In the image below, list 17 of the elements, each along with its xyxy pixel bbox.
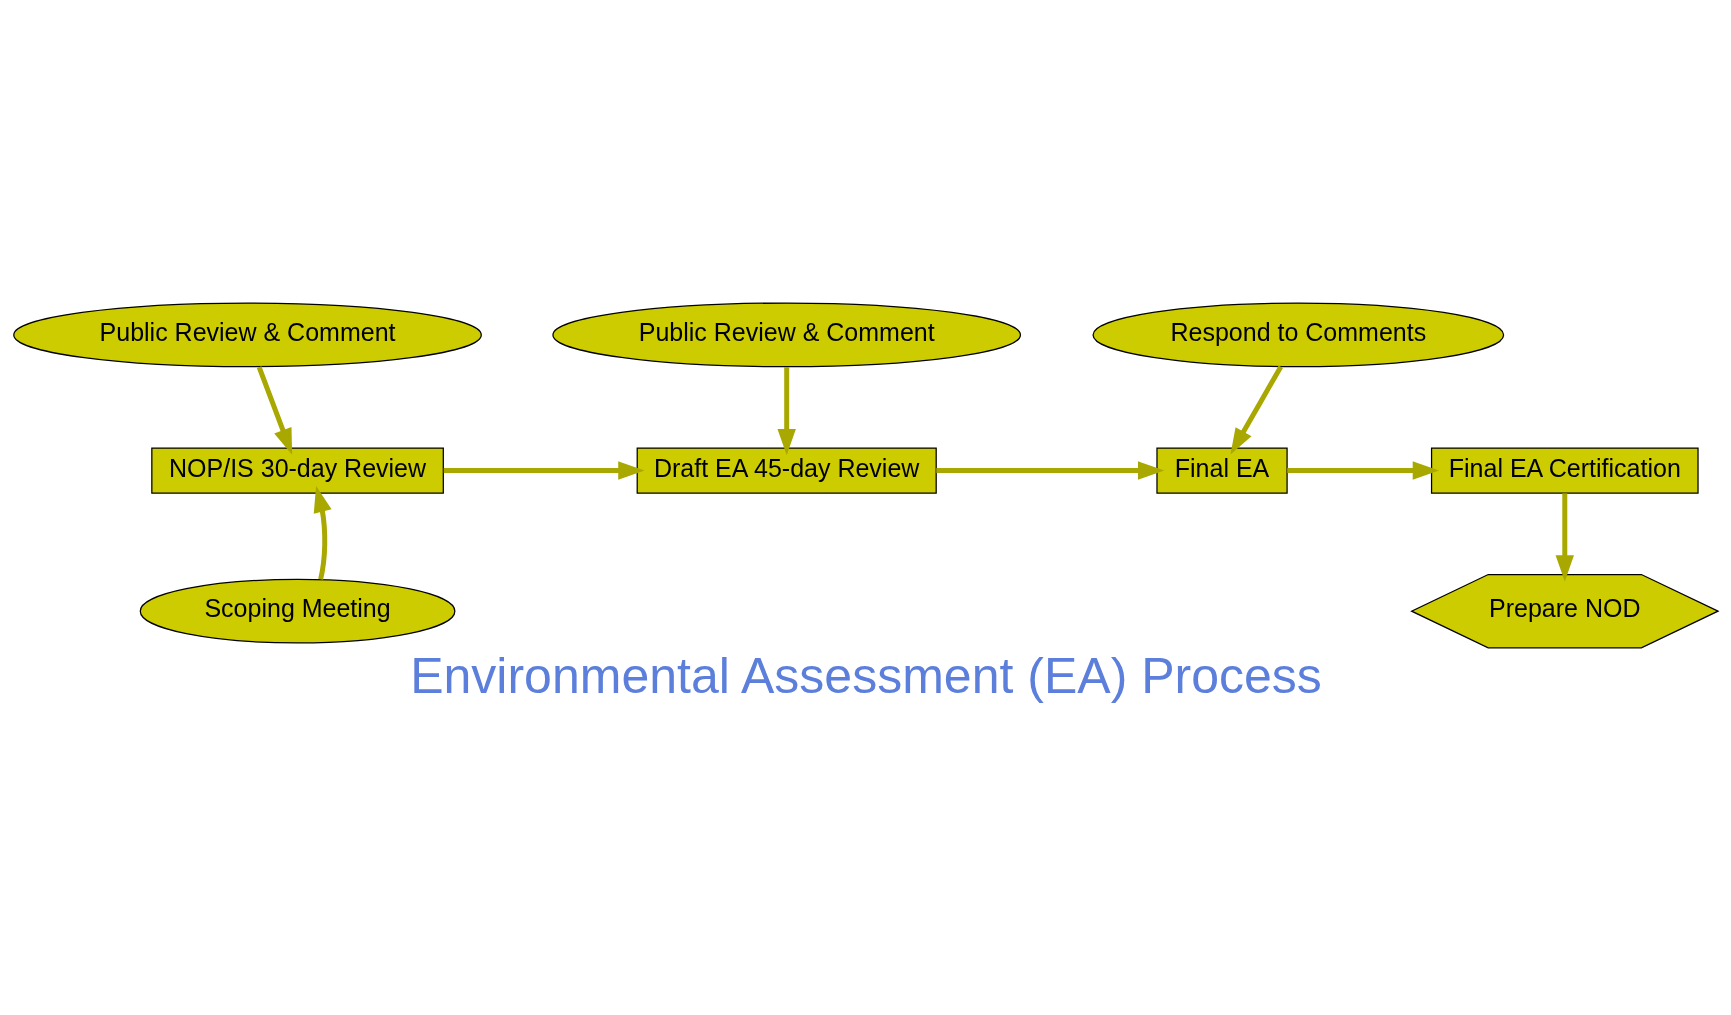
node-box: NOP/IS 30-day Review [150, 446, 444, 494]
node-box: Final EA [1155, 446, 1288, 494]
arrow [776, 366, 796, 455]
node-ellipse: Scoping Meeting [139, 578, 455, 644]
arrow [256, 365, 292, 455]
node-box: Draft EA 45-day Review [636, 446, 937, 494]
node-box: Final EA Certification [1430, 446, 1699, 494]
arrow [1286, 460, 1439, 480]
arrow [1229, 364, 1283, 455]
arrow [313, 485, 332, 580]
arrow [1555, 492, 1574, 582]
node-ellipse: Public Review & Comment [551, 301, 1021, 367]
arrow [935, 460, 1164, 480]
node-ellipse: Public Review & Comment [12, 301, 482, 367]
diagram-title: Environmental Assessment (EA) Process [409, 647, 1322, 704]
arrow [443, 460, 645, 480]
node-ellipse: Respond to Comments [1091, 301, 1504, 367]
